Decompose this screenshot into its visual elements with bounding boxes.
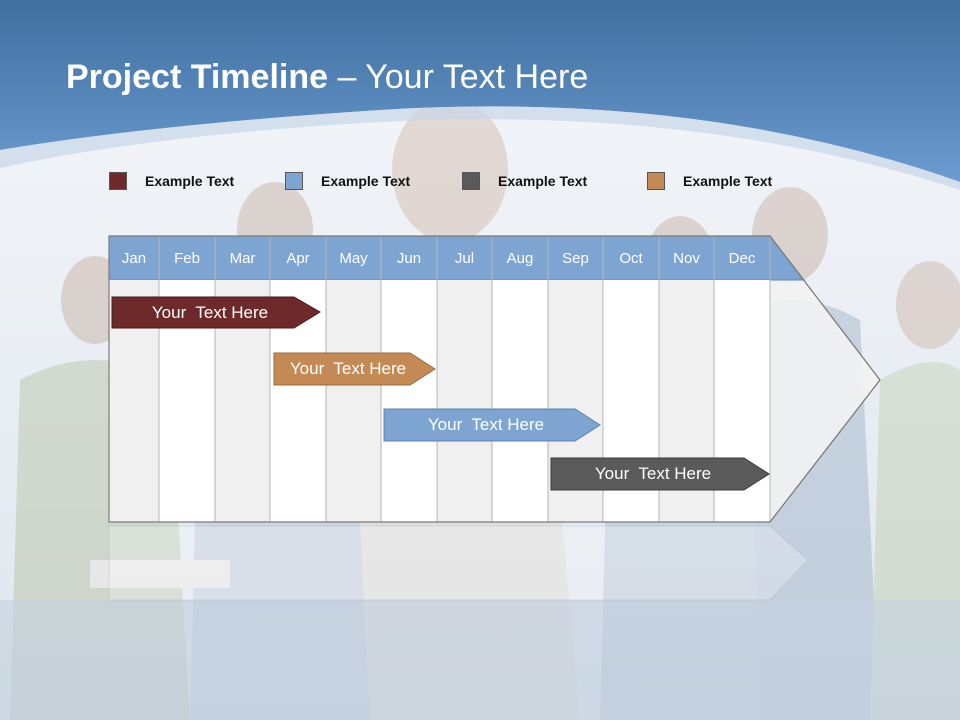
task-bar-label: Your Text Here <box>289 359 407 378</box>
legend-label: Example Text <box>498 173 588 189</box>
legend-item: Example Text <box>462 170 587 192</box>
task-bar-label: Your Text Here <box>151 302 269 322</box>
legend-label: Example Text <box>145 173 235 189</box>
task-bar <box>383 408 601 442</box>
task-bar <box>550 457 770 491</box>
month-label-dec: Dec <box>728 249 756 267</box>
month-label-may: May <box>339 249 368 267</box>
task-bar-label: Your Text Here <box>594 464 712 483</box>
legend-item: Example Text <box>109 170 234 192</box>
legend-swatch <box>462 172 480 190</box>
task-bar-label: Your Text Here <box>427 415 545 434</box>
month-label-jun: Jun <box>396 249 422 267</box>
legend-item: Example Text <box>285 170 410 192</box>
month-label-oct: Oct <box>619 249 643 267</box>
month-label-mar: Mar <box>229 249 256 267</box>
month-label-jul: Jul <box>454 249 475 267</box>
month-label-jan: Jan <box>121 249 147 267</box>
legend-item: Example Text <box>647 170 772 192</box>
title-rest: – Your Text Here <box>328 58 589 96</box>
task-bar <box>111 296 321 329</box>
task-bar <box>273 352 436 386</box>
legend-label: Example Text <box>683 173 773 189</box>
month-label-feb: Feb <box>174 249 200 267</box>
month-label-apr: Apr <box>286 249 310 267</box>
page-title: Project Timeline – Your Text Here <box>66 58 588 97</box>
month-label-sep: Sep <box>562 249 589 267</box>
legend-swatch <box>285 172 303 190</box>
month-label-aug: Aug <box>506 249 534 267</box>
legend-swatch <box>647 172 665 190</box>
legend-swatch <box>109 172 127 190</box>
month-label-nov: Nov <box>673 249 700 267</box>
title-bold: Project Timeline <box>66 58 329 96</box>
legend-label: Example Text <box>321 173 411 189</box>
